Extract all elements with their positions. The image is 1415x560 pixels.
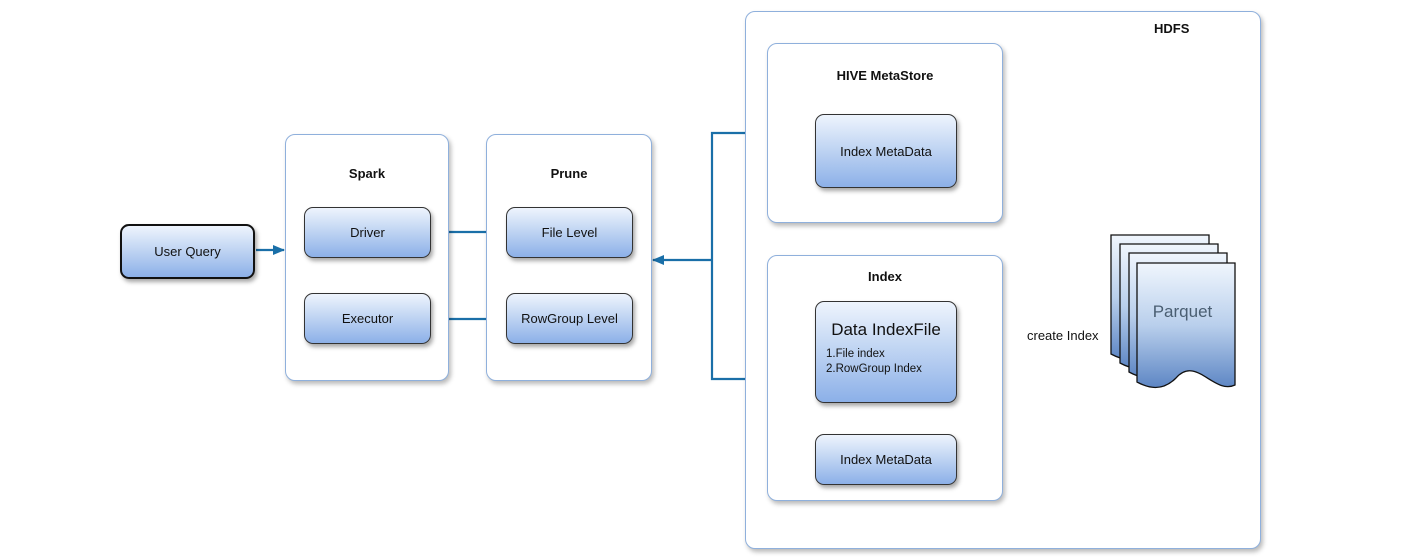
data-indexfile-title: Data IndexFile [831,320,941,339]
create-index-label: create Index [1027,328,1099,343]
prune-container: Prune File Level RowGroup Level [486,134,652,381]
file-level-box: File Level [506,207,633,258]
data-indexfile-box: Data IndexFile 1.File index 2.RowGroup I… [815,301,957,403]
hive-index-metadata-label: Index MetaData [840,143,932,159]
driver-label: Driver [350,225,385,240]
prune-title: Prune [550,166,588,181]
driver-box: Driver [304,207,431,258]
parquet-document-icon [1110,234,1236,389]
hdfs-title: HDFS [1154,21,1190,36]
executor-box: Executor [304,293,431,344]
parquet-label: Parquet [1152,302,1213,321]
index-metadata-label: Index MetaData [840,452,932,467]
data-indexfile-item: 1.File index [826,348,885,360]
hive-metastore-container: HIVE MetaStore Index MetaData [767,43,1003,223]
rowgroup-level-label: RowGroup Level [521,311,618,326]
index-metadata-box: Index MetaData [815,434,957,485]
hive-metastore-title: HIVE MetaStore [836,68,934,83]
rowgroup-level-box: RowGroup Level [506,293,633,344]
executor-label: Executor [341,311,394,326]
user-query-box: User Query [120,224,255,279]
hive-index-metadata-box: Index MetaData [815,114,957,188]
file-level-label: File Level [541,225,598,240]
index-container: Index Data IndexFile 1.File index 2.RowG… [767,255,1003,501]
index-title: Index [868,269,902,284]
data-indexfile-items: 1.File index 2.RowGroup Index [826,347,946,377]
spark-title: Spark [348,166,386,181]
data-indexfile-item: 2.RowGroup Index [826,363,922,375]
spark-container: Spark Driver Executor [285,134,449,381]
user-query-label: User Query [154,244,221,259]
